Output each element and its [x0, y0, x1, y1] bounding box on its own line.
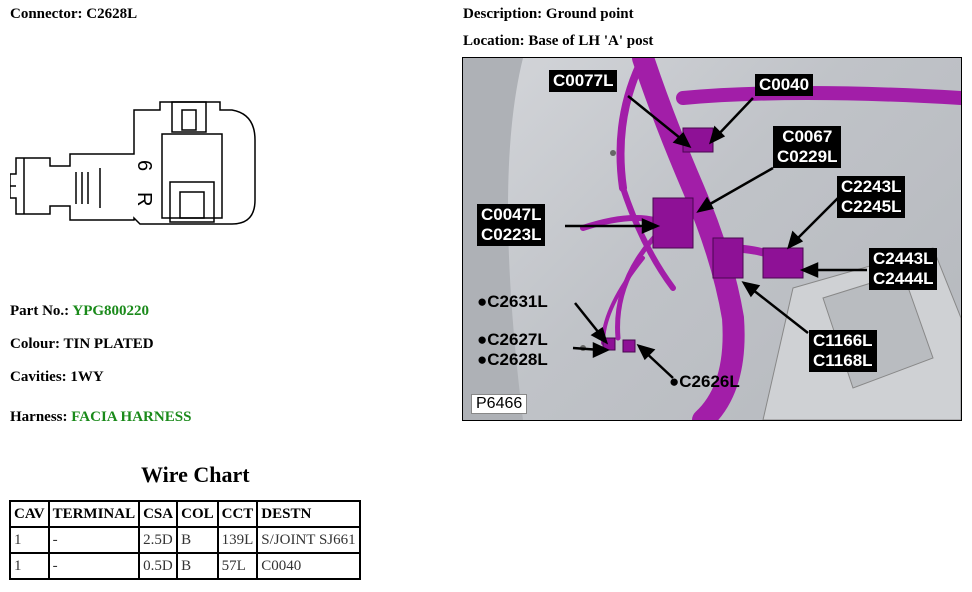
header-terminal: TERMINAL — [47, 500, 141, 528]
callout-c2631l: ●C2631L — [477, 292, 548, 311]
callout-c2627l-c2628l: ●C2627L ●C2628L — [477, 330, 548, 369]
connector-marking-6: 6 — [133, 160, 155, 171]
cavities-label: Cavities: — [10, 369, 67, 385]
callout-c0047l-c0223l: C0047L C0223L — [477, 204, 546, 246]
callout-c2626l: ●C2626L — [669, 372, 740, 391]
photo-reference-id: P6466 — [471, 394, 528, 414]
connector-label: Connector: — [10, 6, 83, 22]
connector-marking-r: R — [133, 192, 155, 206]
header-cct: CCT — [216, 500, 259, 528]
description-value: Ground point — [545, 6, 634, 22]
part-no-line: Part No.: YPG800220 — [10, 303, 149, 320]
location-line: Location: Base of LH 'A' post — [463, 33, 653, 50]
callout-c2443l-c2444l: C2443L C2444L — [869, 248, 938, 290]
callout-c1166l-c1168l: C1166L C1168L — [809, 330, 877, 372]
harness-line: Harness: FACIA HARNESS — [10, 409, 191, 426]
header-col: COL — [176, 500, 219, 528]
part-no-link[interactable]: YPG800220 — [72, 303, 150, 319]
cell-terminal: - — [47, 526, 141, 554]
cavities-line: Cavities: 1WY — [10, 369, 104, 386]
cell-destn: C0040 — [256, 552, 361, 580]
cell-destn: S/JOINT SJ661 — [256, 526, 361, 554]
location-value: Base of LH 'A' post — [528, 33, 654, 49]
colour-line: Colour: TIN PLATED — [10, 336, 154, 353]
cell-cct: 139L — [216, 526, 259, 554]
header-csa: CSA — [138, 500, 179, 528]
cell-col: B — [176, 552, 219, 580]
wire-chart-header-row: CAV TERMINAL CSA COL CCT DESTN — [9, 500, 361, 528]
callout-c0040: C0040 — [755, 74, 814, 96]
cell-cav: 1 — [9, 526, 50, 554]
connector-value: C2628L — [86, 6, 138, 22]
location-photo: C0077L C0040 C0067 C0229L C2243L C2245L … — [462, 57, 962, 421]
cell-terminal: - — [47, 552, 141, 580]
cell-cct: 57L — [216, 552, 259, 580]
table-row: 1 - 2.5D B 139L S/JOINT SJ661 — [9, 526, 361, 554]
part-no-label: Part No.: — [10, 303, 70, 319]
header-cav: CAV — [9, 500, 50, 528]
cell-cav: 1 — [9, 552, 50, 580]
callout-c0077l: C0077L — [549, 70, 618, 92]
harness-link[interactable]: FACIA HARNESS — [71, 409, 192, 425]
harness-label: Harness: — [10, 409, 68, 425]
description-label: Description: — [463, 6, 543, 22]
wire-chart-title: Wire Chart — [141, 462, 250, 487]
header-destn: DESTN — [256, 500, 361, 528]
connector-drawing: 6 R — [10, 101, 256, 225]
connector-line: Connector: C2628L — [10, 6, 137, 23]
cavities-value: 1WY — [70, 369, 104, 385]
cell-csa: 2.5D — [138, 526, 179, 554]
description-line: Description: Ground point — [463, 6, 634, 23]
cell-col: B — [176, 526, 219, 554]
cell-csa: 0.5D — [138, 552, 179, 580]
wire-chart-table: CAV TERMINAL CSA COL CCT DESTN 1 - 2.5D … — [9, 500, 361, 580]
table-row: 1 - 0.5D B 57L C0040 — [9, 552, 361, 580]
callout-c0067-c0229l: C0067 C0229L — [773, 126, 842, 168]
callout-c2243l-c2245l: C2243L C2245L — [837, 176, 906, 218]
colour-label: Colour: — [10, 336, 60, 352]
location-label: Location: — [463, 33, 525, 49]
colour-value: TIN PLATED — [63, 336, 154, 352]
